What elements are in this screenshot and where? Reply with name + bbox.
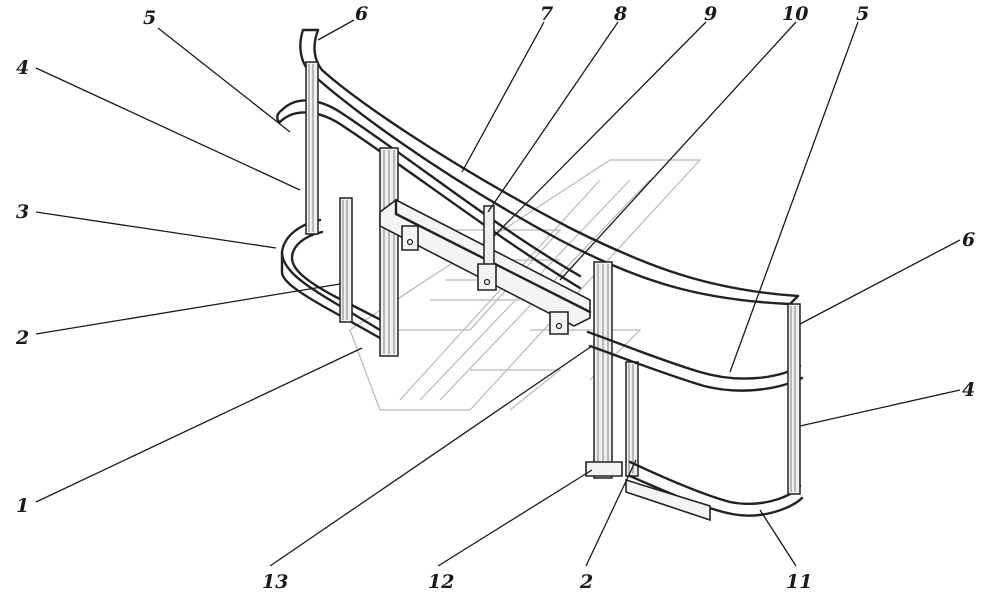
callout-6-top: 6 — [355, 3, 368, 25]
callout-5-top-right: 5 — [856, 3, 869, 25]
right-inner-post — [625, 361, 639, 477]
callout-4-left: 4 — [16, 57, 29, 79]
callout-3: 3 — [16, 201, 29, 223]
callout-10: 10 — [782, 3, 808, 25]
callout-2-bottom: 2 — [579, 571, 593, 593]
right-end-frame — [586, 303, 804, 522]
base-plate — [585, 461, 623, 477]
callout-4-right: 4 — [962, 379, 975, 401]
callout-6-right: 6 — [962, 229, 975, 251]
leader-lines — [35, 19, 961, 567]
left-inner-post — [339, 197, 353, 323]
callout-2-left: 2 — [15, 327, 29, 349]
right-main-post — [593, 261, 613, 479]
callout-11: 11 — [786, 571, 812, 593]
callout-9: 9 — [704, 3, 717, 25]
left-main-post — [379, 147, 399, 357]
top-curved-rail — [299, 28, 800, 306]
callout-13: 13 — [262, 571, 288, 593]
bracket-right — [549, 311, 569, 335]
callout-8: 8 — [613, 3, 627, 25]
callout-5-top-left: 5 — [143, 7, 156, 29]
bracket-left — [401, 225, 419, 251]
callout-7: 7 — [540, 3, 553, 25]
left-lower-rail — [280, 218, 387, 340]
callout-12: 12 — [428, 571, 454, 593]
left-back-post — [305, 61, 319, 235]
callout-1: 1 — [16, 495, 29, 517]
